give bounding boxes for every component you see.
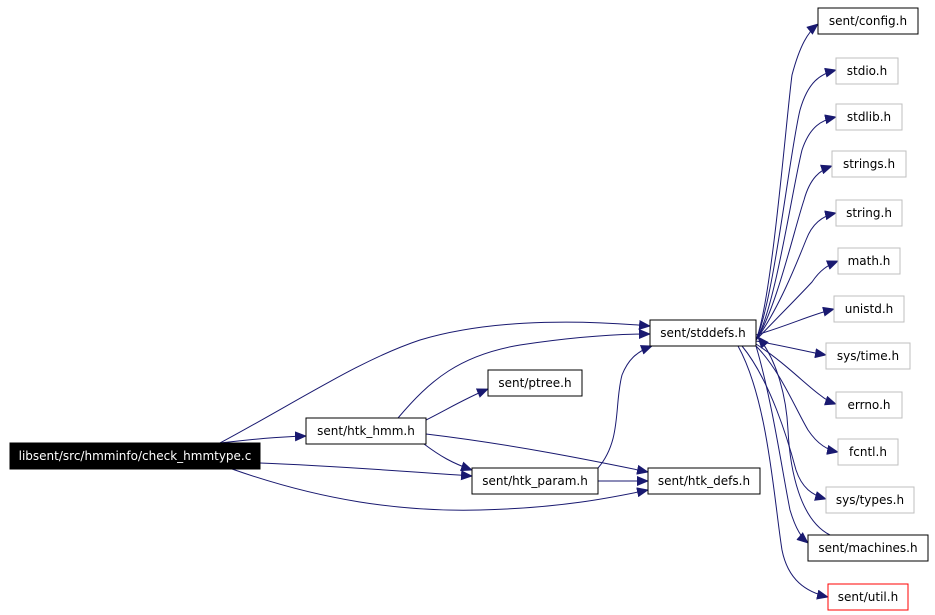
edge-htk_hmm-to-ptree: [425, 388, 489, 421]
node-htk_hmm[interactable]: sent/htk_hmm.h: [305, 417, 427, 445]
node-label-util: sent/util.h: [838, 590, 898, 604]
node-layer: libsent/src/hmminfo/check_hmmtype.c sent/…: [9, 7, 929, 611]
edge-stddefs-to-string: [755, 210, 837, 341]
node-label-htk_defs: sent/htk_defs.h: [658, 474, 750, 488]
edge-root-to-htk_hmm: [219, 431, 307, 444]
node-box-util: [827, 583, 909, 611]
node-stddefs[interactable]: sent/stddefs.h: [649, 319, 757, 347]
node-fcntl: fcntl.h: [837, 438, 899, 466]
node-string: string.h: [835, 199, 903, 227]
edge-stddefs-to-machines: [755, 345, 809, 544]
node-box-stddefs: [649, 319, 757, 347]
edge-htk_hmm-to-htk_defs: [425, 433, 649, 475]
node-config[interactable]: sent/config.h: [817, 7, 919, 35]
node-box-htk_defs: [647, 467, 761, 495]
node-label-errno: errno.h: [848, 398, 891, 412]
node-htk_param[interactable]: sent/htk_param.h: [471, 467, 599, 495]
node-box-htk_hmm: [305, 417, 427, 445]
node-box-math: [837, 247, 901, 275]
edge-htk_param-to-stddefs: [597, 345, 653, 469]
node-systypes: sys/types.h: [825, 486, 915, 514]
node-label-root: libsent/src/hmminfo/check_hmmtype.c: [19, 449, 252, 463]
edge-htk_hmm-to-stddefs: [397, 329, 651, 419]
node-strings: strings.h: [831, 150, 907, 178]
node-label-unistd: unistd.h: [845, 302, 894, 316]
node-label-fcntl: fcntl.h: [849, 445, 887, 459]
node-label-stddefs: sent/stddefs.h: [660, 326, 745, 340]
node-box-fcntl: [837, 438, 899, 466]
node-label-stdlib: stdlib.h: [847, 110, 891, 124]
node-root[interactable]: libsent/src/hmminfo/check_hmmtype.c: [9, 442, 261, 470]
edge-stddefs-to-stdlib: [755, 114, 837, 341]
edge-root-to-stddefs: [219, 320, 651, 444]
node-label-math: math.h: [848, 254, 891, 268]
edge-stddefs-to-errno: [755, 343, 837, 406]
node-box-strings: [831, 150, 907, 178]
node-label-htk_param: sent/htk_param.h: [482, 474, 588, 488]
node-box-machines: [807, 534, 929, 562]
node-label-systime: sys/time.h: [837, 349, 899, 363]
edge-machines-to-stddefs: [757, 336, 831, 536]
node-box-root: [9, 442, 261, 470]
edge-stddefs-to-fcntl: [755, 345, 839, 455]
node-label-systypes: sys/types.h: [836, 493, 904, 507]
node-label-config: sent/config.h: [829, 14, 907, 28]
node-label-strings: strings.h: [843, 157, 895, 171]
node-box-stdlib: [835, 103, 903, 131]
edge-stddefs-to-systime: [755, 340, 827, 359]
edge-root-to-htk_param: [259, 462, 473, 481]
node-htk_defs[interactable]: sent/htk_defs.h: [647, 467, 761, 495]
edge-stddefs-to-util: [737, 345, 829, 600]
edge-layer: [219, 23, 839, 600]
node-box-unistd: [833, 295, 905, 323]
node-ptree[interactable]: sent/ptree.h: [487, 369, 583, 397]
node-unistd: unistd.h: [833, 295, 905, 323]
edge-stddefs-to-unistd: [755, 306, 835, 336]
edge-stddefs-to-config: [755, 23, 819, 341]
node-box-stdio: [835, 57, 899, 85]
node-util[interactable]: sent/util.h: [827, 583, 909, 611]
node-box-string: [835, 199, 903, 227]
node-label-stdio: stdio.h: [847, 64, 887, 78]
node-box-htk_param: [471, 467, 599, 495]
node-box-ptree: [487, 369, 583, 397]
node-label-ptree: sent/ptree.h: [498, 376, 571, 390]
edge-root-to-htk_defs: [231, 468, 649, 511]
node-box-systypes: [825, 486, 915, 514]
node-label-machines: sent/machines.h: [818, 541, 917, 555]
edge-stddefs-to-systypes: [741, 345, 827, 501]
node-math: math.h: [837, 247, 901, 275]
node-stdlib: stdlib.h: [835, 103, 903, 131]
edge-stddefs-to-strings: [755, 164, 833, 341]
node-box-systime: [825, 342, 911, 370]
node-label-string: string.h: [846, 206, 892, 220]
node-label-htk_hmm: sent/htk_hmm.h: [317, 424, 415, 438]
node-systime: sys/time.h: [825, 342, 911, 370]
node-box-config: [817, 7, 919, 35]
node-box-errno: [835, 391, 903, 419]
node-machines[interactable]: sent/machines.h: [807, 534, 929, 562]
edge-stddefs-to-stdio: [755, 67, 837, 341]
edge-stddefs-to-math: [755, 260, 839, 341]
node-stdio: stdio.h: [835, 57, 899, 85]
node-errno: errno.h: [835, 391, 903, 419]
edge-htk_hmm-to-htk_param: [423, 443, 473, 472]
